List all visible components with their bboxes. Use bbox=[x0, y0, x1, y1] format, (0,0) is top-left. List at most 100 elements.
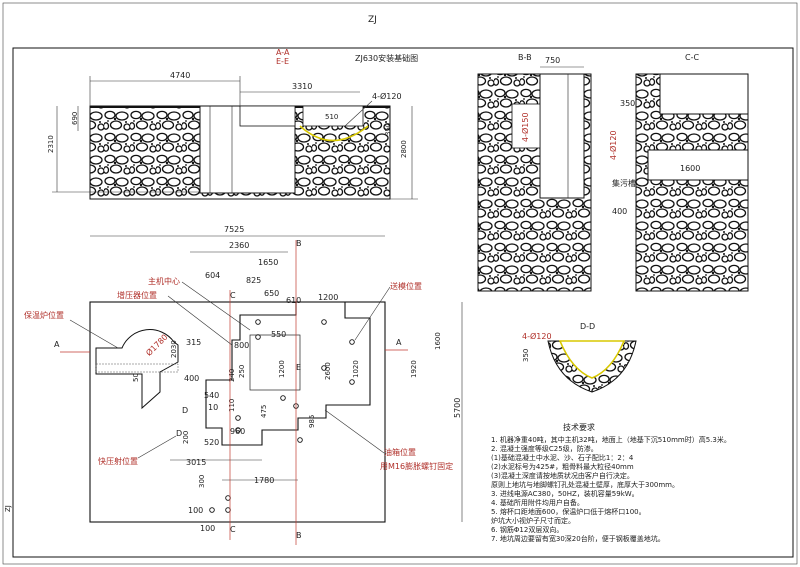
note-line: 3. 进线电源AC380，50HZ，装机容量59kW。 bbox=[491, 489, 639, 498]
bb-label: B-B bbox=[518, 53, 532, 62]
plan-view: 7525 2360 1650 604 825 650 610 1200 Ø178… bbox=[24, 225, 463, 545]
note-line: (2)水泥标号为425#，粗骨料最大粒径40mm bbox=[491, 462, 634, 471]
plan-dim-520: 520 bbox=[204, 438, 219, 447]
plan-dim-1780: Ø1780 bbox=[144, 332, 170, 358]
plan-dim-7525: 7525 bbox=[224, 225, 244, 234]
dim-2800: 2800 bbox=[400, 140, 408, 158]
bb-pit bbox=[539, 73, 585, 199]
plan-dim-110: 110 bbox=[228, 399, 236, 412]
inner-frame bbox=[12, 47, 794, 558]
sec-a-left: A bbox=[54, 340, 60, 349]
sec-e: E bbox=[296, 363, 301, 372]
dim-690: 690 bbox=[71, 112, 79, 125]
plan-dim-1650: 1650 bbox=[258, 258, 278, 267]
furnace-pit bbox=[95, 329, 179, 410]
bb-dim-750: 750 bbox=[545, 56, 560, 65]
note-line: 2. 混凝土强度等级C25级，防渗。 bbox=[491, 444, 598, 453]
plan-dim-2600: 2600 bbox=[324, 362, 332, 380]
section-view-dd: D-D 4-Ø120 350 bbox=[522, 322, 637, 393]
note-line: 原则上地坑与地脚螺钉孔处混凝土壁厚，底厚大于300mm。 bbox=[491, 480, 679, 489]
dd-dim-120: 4-Ø120 bbox=[522, 331, 552, 341]
pit-step bbox=[239, 105, 296, 127]
label-feed: 送模位置 bbox=[390, 281, 422, 291]
plan-dim-1780b: 1780 bbox=[254, 476, 274, 485]
sec-c-bottom: C bbox=[230, 525, 236, 534]
plan-dim-825: 825 bbox=[246, 276, 261, 285]
cc-dim-400: 400 bbox=[612, 207, 627, 216]
note-line: 6. 钢筋Φ12双层双向。 bbox=[491, 525, 563, 534]
plan-dim-2360: 2360 bbox=[229, 241, 249, 250]
plan-dim-100b: 100 bbox=[200, 524, 215, 533]
cc-pit bbox=[659, 73, 749, 115]
note-line: (3)混凝土深度请按地质状况由客户自行决定。 bbox=[491, 471, 634, 480]
note-line: 1. 机器净重40吨，其中主机32吨，地面上（地基下沉510mm时）高5.3米。 bbox=[491, 435, 731, 444]
note-line: 5. 熔杯口距地面600，保温炉口低于熔杯口100。 bbox=[491, 507, 646, 516]
machine-pit bbox=[205, 301, 371, 446]
label-furnace: 保温炉位置 bbox=[24, 310, 64, 320]
plan-dim-300: 300 bbox=[198, 475, 206, 488]
dim-4740: 4740 bbox=[170, 71, 190, 80]
dd-inner bbox=[558, 340, 626, 379]
plan-dim-250: 250 bbox=[238, 365, 246, 378]
plan-dim-100: 100 bbox=[188, 506, 203, 515]
dd-dim-350: 350 bbox=[522, 349, 530, 362]
plan-dim-3015: 3015 bbox=[186, 458, 206, 467]
plan-dim-1020: 1020 bbox=[352, 360, 360, 378]
plan-dim-1600: 1600 bbox=[434, 332, 442, 350]
sec-d-right: D bbox=[176, 429, 182, 438]
plan-dim-1200: 1200 bbox=[318, 293, 338, 302]
plan-dim-985: 985 bbox=[308, 415, 316, 428]
dim-2310: 2310 bbox=[47, 135, 55, 153]
plan-dim-475: 475 bbox=[260, 405, 268, 418]
section-view-aa: A-A E-E ZJ630安装基础图 4740 3310 690 2310 4-… bbox=[47, 48, 418, 200]
note-line: 4. 基础所用附件均用户自备。 bbox=[491, 498, 584, 507]
cc-pit-label: 集污槽 bbox=[612, 178, 636, 188]
plan-dim-800: 800 bbox=[234, 341, 249, 350]
note-line: 炉坑大小视炉子尺寸而定。 bbox=[491, 516, 575, 525]
plan-dim-50: 50 bbox=[132, 373, 140, 382]
bb-dim-150: 4-Ø150 bbox=[520, 112, 530, 142]
drawing-title: ZJ630安装基础图 bbox=[355, 53, 418, 63]
technical-notes: 技术要求 1. 机器净重40吨，其中主机32吨，地面上（地基下沉510mm时）高… bbox=[491, 422, 731, 543]
cc-dim-350: 350 bbox=[620, 99, 635, 108]
bolt-holes bbox=[209, 319, 355, 513]
plan-dim-550: 550 bbox=[271, 330, 286, 339]
section-view-bb: B-B 750 4-Ø150 bbox=[477, 53, 592, 292]
dd-label: D-D bbox=[580, 322, 595, 331]
sec-c-top: C bbox=[230, 291, 236, 300]
plan-dim-5700: 5700 bbox=[453, 398, 462, 418]
cc-label: C-C bbox=[685, 53, 699, 62]
section-view-cc: C-C 350 4-Ø120 1600 集污槽 400 bbox=[608, 53, 749, 292]
furnace-hatch bbox=[95, 363, 179, 373]
side-code: ZJ bbox=[4, 505, 12, 512]
plan-dim-1200b: 1200 bbox=[278, 360, 286, 378]
note-line: (1)基础混凝土中水泥、沙、石子配比1：2：4 bbox=[491, 453, 634, 462]
hole-4-120: 4-Ø120 bbox=[372, 91, 402, 101]
label-oil-tank: 油箱位置 bbox=[384, 447, 416, 457]
plan-dim-650: 650 bbox=[264, 289, 279, 298]
cc-channel bbox=[647, 149, 749, 181]
drawing-code: ZJ bbox=[368, 15, 377, 25]
sec-b-top: B bbox=[296, 239, 302, 248]
notes-title: 技术要求 bbox=[563, 422, 595, 432]
cc-dim-1600: 1600 bbox=[680, 164, 700, 173]
plan-dim-2030: 2030 bbox=[170, 340, 178, 358]
cc-dim-120: 4-Ø120 bbox=[608, 130, 618, 160]
label-fast-shot: 快压射位置 bbox=[98, 456, 138, 466]
plan-outline bbox=[89, 301, 386, 523]
sec-d-left: D bbox=[182, 406, 188, 415]
plan-dim-1920: 1920 bbox=[410, 360, 418, 378]
dim-350: 350 bbox=[384, 123, 392, 136]
dim-3310: 3310 bbox=[292, 82, 312, 91]
plan-dim-960: 960 bbox=[230, 427, 245, 436]
note-line: 7. 地坑周边要留有宽30深20台阶，便于钢板覆盖地坑。 bbox=[491, 534, 665, 543]
label-host-center: 主机中心 bbox=[148, 276, 180, 286]
sec-a-right: A bbox=[396, 338, 402, 347]
plan-dim-200: 200 bbox=[182, 431, 190, 444]
section-label-aa: A-A bbox=[276, 48, 290, 57]
plan-dim-540: 540 bbox=[204, 391, 219, 400]
label-bolt-note: 用M16膨胀螺钉固定 bbox=[380, 461, 453, 471]
pit-inner bbox=[249, 334, 301, 391]
plan-dim-240: 240 bbox=[228, 369, 236, 382]
